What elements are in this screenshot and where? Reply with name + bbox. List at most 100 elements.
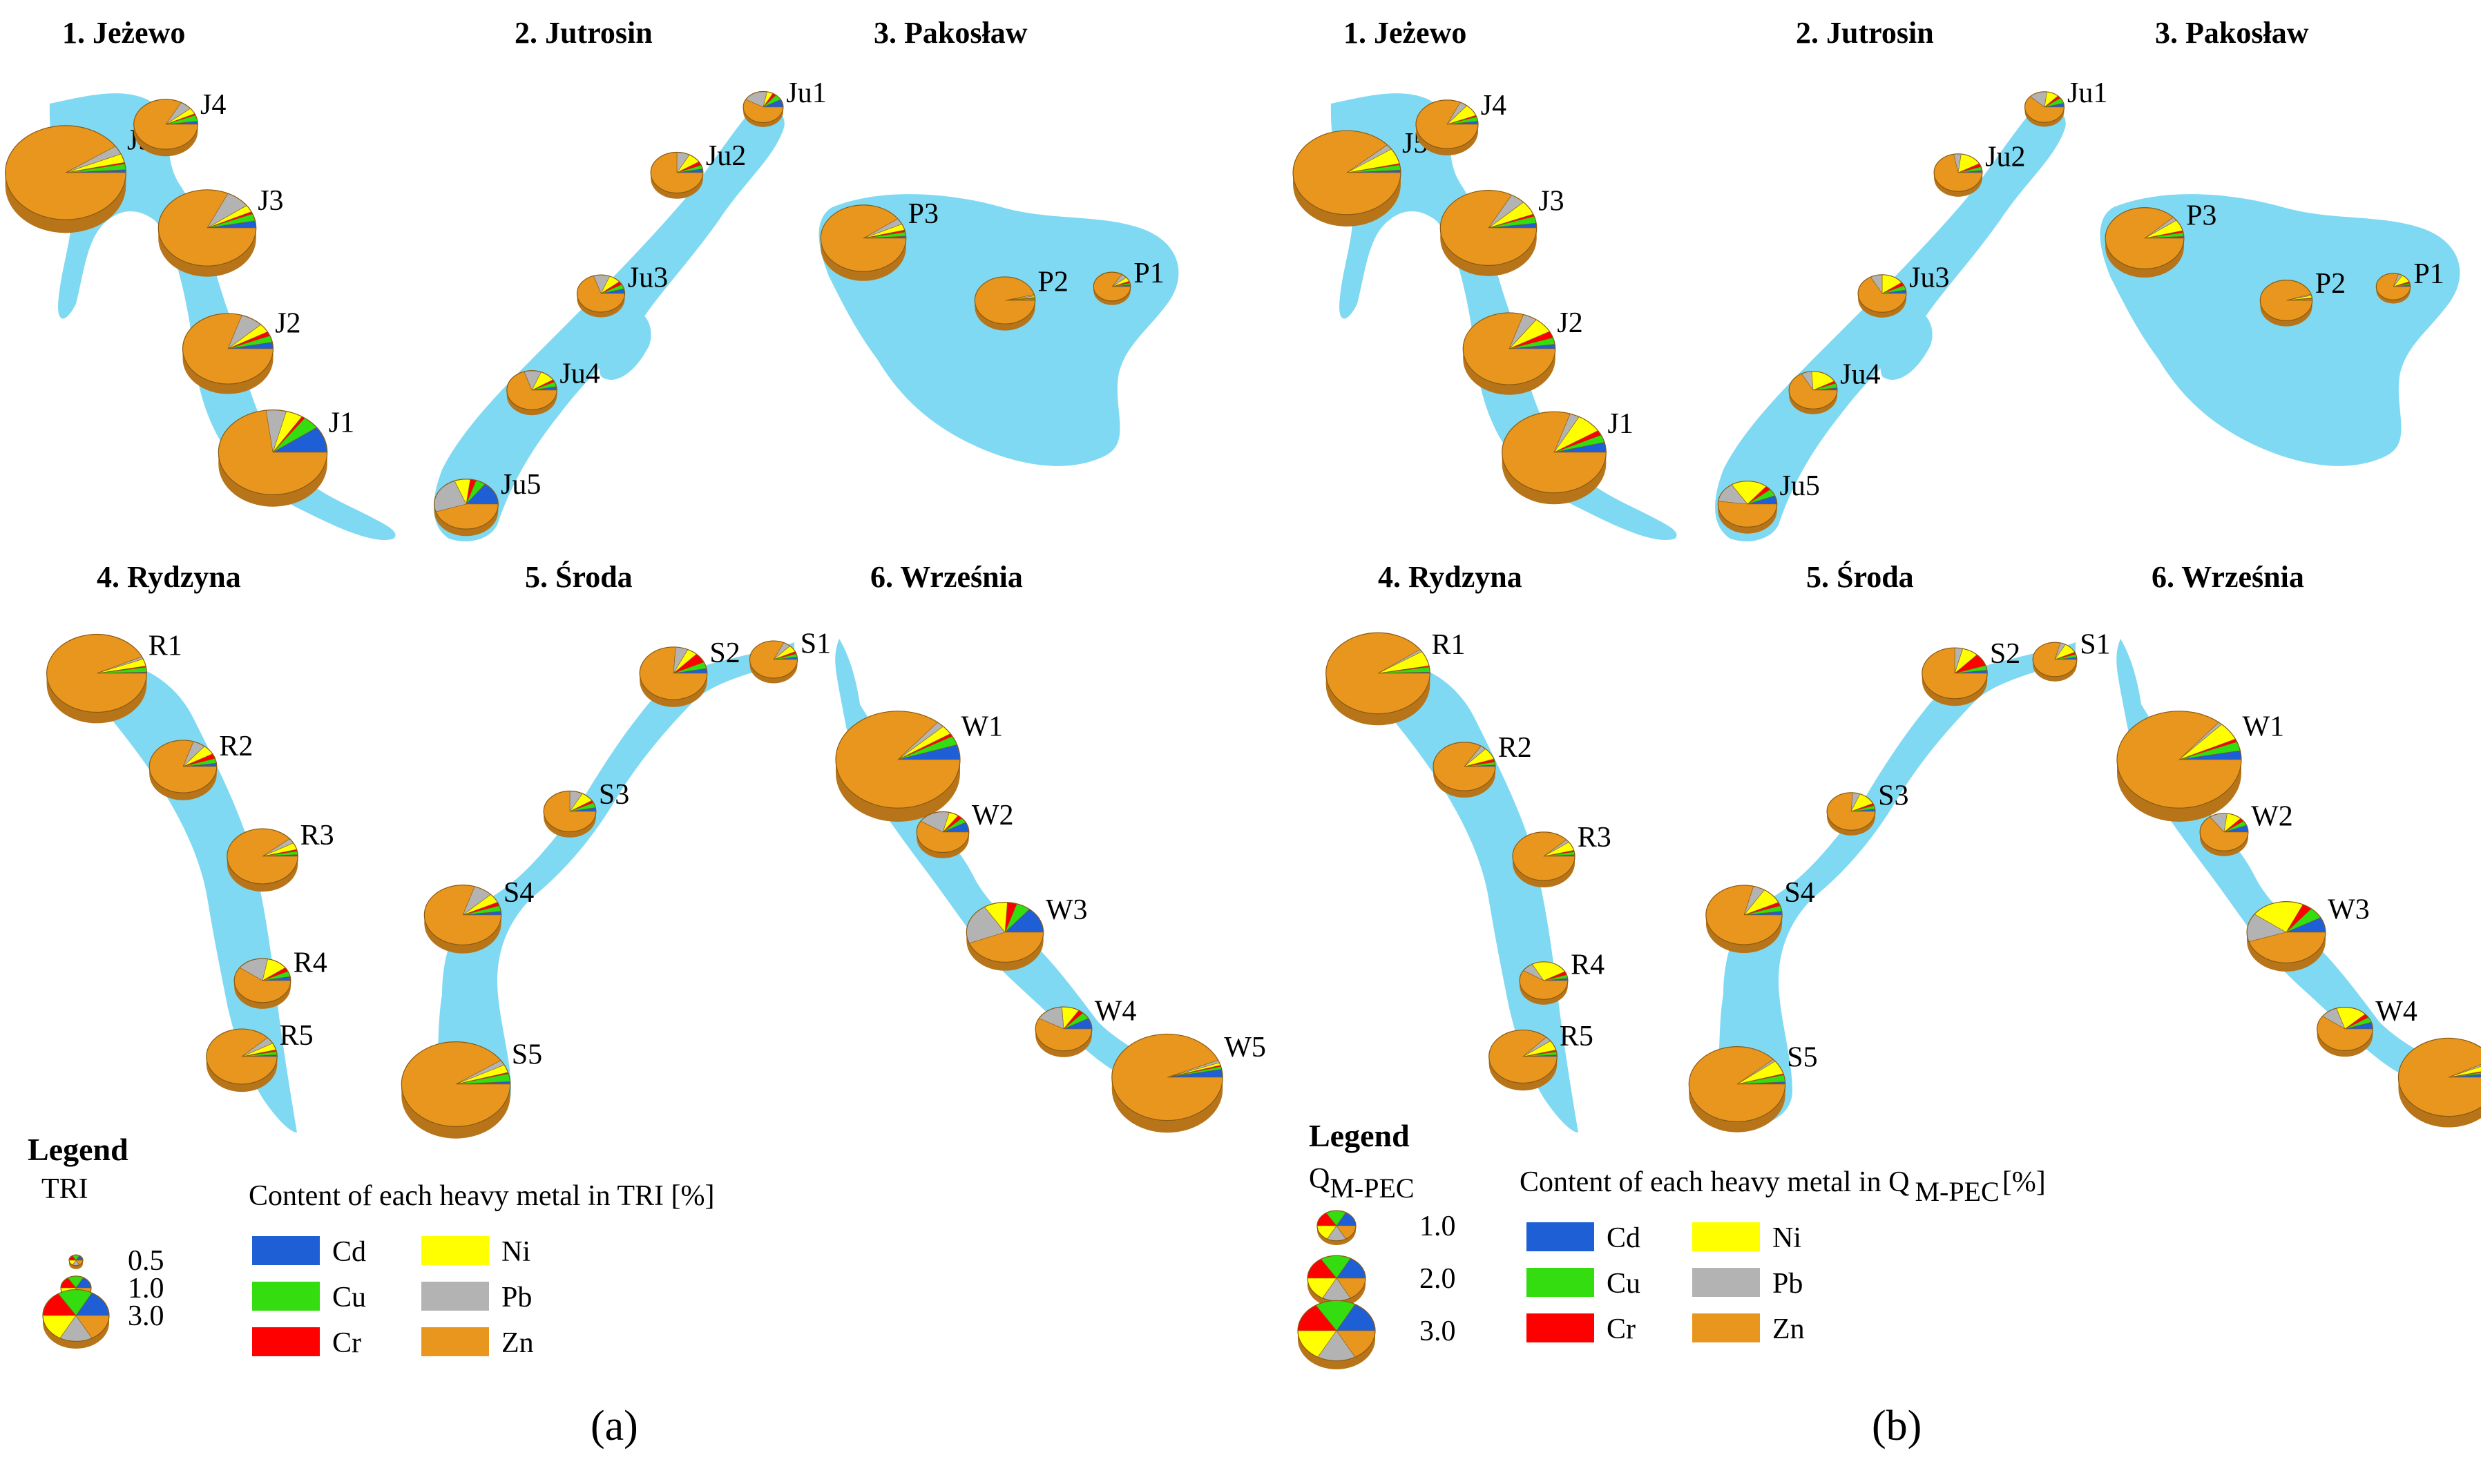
site-label-r2: R2: [219, 731, 253, 762]
pie-slice-zn: [5, 125, 126, 220]
pie-ju1: [2024, 91, 2065, 127]
pie-r2: [149, 740, 218, 800]
pie-outline: [1415, 99, 1479, 149]
pie-outline: [835, 711, 961, 809]
pie-s5: [1688, 1046, 1786, 1133]
pie-outline: [1462, 312, 1556, 385]
pie-outline: [1922, 647, 1988, 700]
pie-r3: [227, 828, 298, 892]
pie-outline: [401, 1041, 511, 1127]
pie-outline: [743, 90, 784, 124]
site-label-j3: J3: [258, 185, 283, 217]
pie-w2: [2199, 813, 2249, 856]
legend-swatch-ni: [421, 1236, 489, 1265]
legend-size-label: QM-PEC: [1309, 1163, 1415, 1204]
pie-w4: [1035, 1006, 1093, 1057]
legend-swatch-pb: [1692, 1268, 1760, 1297]
pie-markers-a: J5J4J3J2J1Ju1Ju2Ju3Ju4Ju5P3P2P1R1R2R3R4R…: [5, 77, 1266, 1139]
pie-legend-2.0: [1307, 1255, 1366, 1307]
pie-outline: [974, 276, 1036, 325]
site-label-s2: S2: [1990, 638, 2020, 670]
legend-swatch-zn: [1692, 1313, 1760, 1342]
pie-outline: [182, 313, 274, 385]
legend-metal-label-ni: Ni: [501, 1236, 530, 1268]
site-label-ju5: Ju5: [501, 469, 541, 501]
site-label-w4: W4: [2375, 996, 2417, 1028]
legend-title: Legend: [1309, 1118, 1410, 1153]
legend-swatch-zn: [421, 1327, 489, 1356]
lake-title-2-jutrosin: 2. Jutrosin: [1796, 16, 1934, 50]
legend-swatch-cd: [252, 1236, 320, 1265]
site-label-p3: P3: [908, 198, 939, 230]
pie-outline: [2246, 901, 2326, 963]
pie-outline: [2024, 91, 2065, 123]
site-label-r3: R3: [300, 820, 334, 851]
pie-j2: [1462, 312, 1556, 395]
pie-outline: [1111, 1033, 1223, 1121]
legend-size-value: 0.5: [128, 1245, 164, 1277]
pie-outline: [1093, 271, 1131, 302]
pie-outline: [434, 479, 499, 530]
site-label-s4: S4: [1784, 877, 1814, 909]
site-label-j2: J2: [1557, 307, 1582, 339]
pie-j4: [133, 99, 198, 157]
lake-title-6-wrzesnia: 6. Września: [870, 560, 1023, 594]
pie-j5: [1292, 130, 1401, 227]
site-label-s3: S3: [599, 779, 629, 811]
pie-j2: [182, 313, 274, 394]
site-label-j1: J1: [1608, 408, 1634, 440]
site-label-j3: J3: [1538, 186, 1564, 218]
pie-s1: [749, 640, 798, 684]
site-label-w5: W5: [1224, 1032, 1266, 1063]
site-label-w4: W4: [1095, 996, 1137, 1028]
pie-r1: [1325, 632, 1430, 726]
site-label-ju2: Ju2: [706, 140, 746, 172]
pie-outline: [2199, 813, 2249, 851]
legend-size-label: TRI: [41, 1173, 88, 1205]
pie-outline: [506, 370, 557, 410]
pie-j3: [157, 189, 257, 277]
legend-content-label-main: Content of each heavy metal in Q: [1520, 1166, 1909, 1198]
site-label-w2: W2: [972, 800, 1014, 831]
pie-w4: [2317, 1007, 2373, 1057]
pie-outline: [1297, 1300, 1376, 1362]
pie-p1: [2375, 273, 2411, 304]
pie-ju4: [506, 370, 557, 416]
site-label-s4: S4: [504, 877, 534, 909]
lake-title-1-jezewo: 1. Jeżewo: [1343, 16, 1466, 50]
pie-ju4: [1788, 371, 1838, 414]
pie-outline: [2116, 711, 2242, 809]
pie-outline: [423, 884, 502, 946]
lake-wrzesnia-shape: [835, 639, 1207, 1105]
legend-swatch-cu: [252, 1282, 320, 1311]
pie-outline: [218, 409, 328, 495]
pie-s5: [401, 1041, 511, 1139]
lake-pakoslaw-shape: [818, 194, 1179, 466]
site-label-w1: W1: [961, 711, 1004, 743]
pie-outline: [5, 125, 126, 220]
lake-title-5-sroda: 5. Środa: [1806, 560, 1914, 594]
pie-j3: [1439, 190, 1538, 276]
pie-ju2: [1933, 153, 1983, 197]
pie-outline: [133, 99, 198, 150]
pie-slice-zn: [1292, 130, 1401, 215]
pie-p2: [2259, 280, 2313, 327]
pie-p3: [2105, 207, 2185, 278]
pie-outline: [1325, 632, 1430, 715]
pie-outline: [1316, 1210, 1357, 1242]
site-label-j2: J2: [275, 308, 300, 340]
site-label-s5: S5: [512, 1039, 542, 1071]
lake-rydzyna-shape: [1368, 662, 1578, 1133]
lake-title-4-rydzyna: 4. Rydzyna: [1378, 560, 1522, 594]
pie-outline: [1488, 1029, 1558, 1084]
pie-outline: [68, 1254, 84, 1266]
legend-metal-label-cr: Cr: [332, 1327, 361, 1359]
lake-title-2-jutrosin: 2. Jutrosin: [515, 16, 653, 50]
pie-outline: [2317, 1007, 2373, 1051]
site-label-s1: S1: [2080, 629, 2110, 661]
pie-j4: [1415, 99, 1479, 155]
